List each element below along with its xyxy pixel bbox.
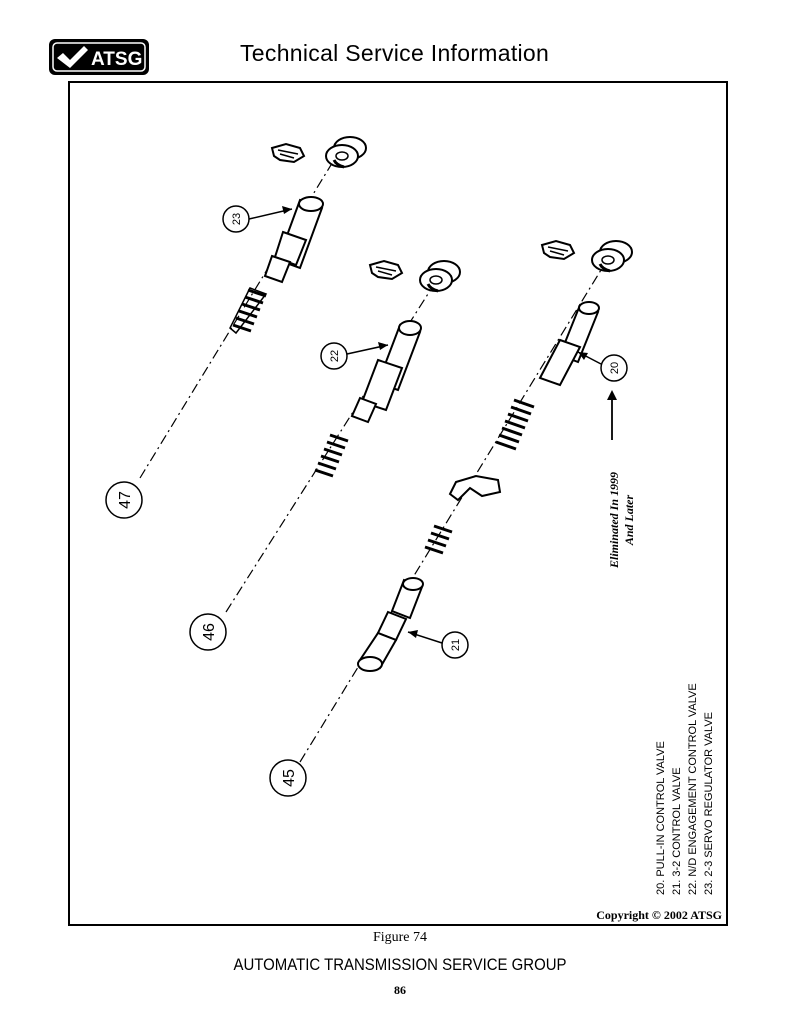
- callout-45: 45: [281, 769, 298, 787]
- callout-22: 22: [329, 350, 341, 362]
- callout-23: 23: [231, 213, 243, 225]
- eliminated-note: Eliminated In 1999 And Later: [607, 390, 636, 569]
- page-title: Technical Service Information: [240, 40, 550, 66]
- figure-frame: [68, 81, 728, 926]
- valve-group-23: 23 47: [105, 135, 368, 519]
- atsg-logo: ATSG: [49, 39, 149, 75]
- legend-item-22: 22. N/D ENGAGEMENT CONTROL VALVE: [687, 683, 699, 895]
- legend-item-20: 20. PULL-IN CONTROL VALVE: [655, 741, 667, 895]
- copyright-notice: Copyright © 2002 ATSG: [596, 908, 722, 922]
- valve-group-20-21: 20 21 45: [269, 239, 634, 797]
- legend-item-21: 21. 3-2 CONTROL VALVE: [671, 767, 683, 895]
- note-line-1: Eliminated In 1999: [607, 472, 621, 569]
- svg-text:ATSG: ATSG: [91, 49, 142, 70]
- figure-caption: Figure 74: [372, 930, 428, 945]
- note-line-2: And Later: [622, 495, 636, 547]
- callout-21: 21: [450, 639, 462, 651]
- footer-org-name: AUTOMATIC TRANSMISSION SERVICE GROUP: [233, 955, 567, 974]
- callout-47: 47: [117, 491, 134, 509]
- legend-item-23: 23. 2-3 SERVO REGULATOR VALVE: [703, 712, 715, 895]
- checkmark-icon: [57, 46, 88, 68]
- page-number: 86: [394, 983, 406, 997]
- parts-legend: 20. PULL-IN CONTROL VALVE 21. 3-2 CONTRO…: [655, 683, 715, 895]
- valve-group-22: 22 46: [189, 259, 462, 651]
- callout-46: 46: [201, 623, 218, 641]
- callout-20: 20: [609, 362, 621, 374]
